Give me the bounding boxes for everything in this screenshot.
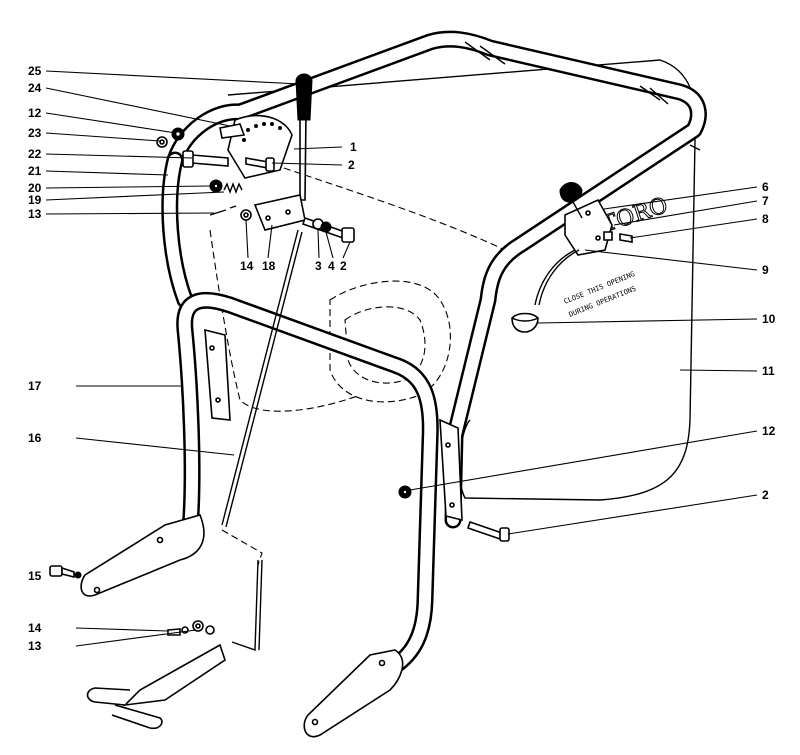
callout-12-bottom: 12	[762, 424, 776, 438]
control-rod	[86, 229, 303, 730]
callout-14-top: 14	[240, 259, 254, 273]
callout-20: 20	[28, 181, 42, 195]
callout-14-bottom: 14	[28, 621, 42, 635]
callout-19: 19	[28, 193, 42, 207]
hardware-washer-14-top	[240, 209, 252, 221]
callout-4: 4	[328, 259, 335, 273]
bag-frame	[161, 30, 707, 529]
hardware-bolt-22	[182, 150, 229, 168]
callout-13-bottom: 13	[28, 639, 42, 653]
callout-13-top: 13	[28, 207, 42, 221]
callout-21: 21	[28, 164, 42, 178]
callout-2-top: 2	[348, 158, 355, 172]
callout-6: 6	[762, 180, 769, 194]
callout-24: 24	[28, 81, 42, 95]
callout-1: 1	[350, 140, 357, 154]
hardware-pin-13-top	[209, 205, 237, 216]
callout-2-bottom: 2	[762, 488, 769, 502]
callout-18: 18	[262, 259, 276, 273]
handle-frame	[80, 291, 463, 738]
cap-10	[511, 312, 539, 333]
callout-16: 16	[28, 431, 42, 445]
hardware-washer-23	[156, 136, 168, 148]
callout-11: 11	[762, 364, 775, 378]
hardware-nut-12-bottom	[398, 485, 412, 499]
callout-8: 8	[762, 212, 769, 226]
callout-9: 9	[762, 263, 769, 277]
hardware-bolt-2-mid	[301, 216, 355, 243]
callout-12-top: 12	[28, 106, 42, 120]
callout-2-mid: 2	[340, 259, 347, 273]
hardware-nut-12-top	[171, 127, 185, 141]
throttle-control	[219, 73, 313, 231]
callout-15: 15	[28, 569, 42, 583]
callout-22: 22	[28, 147, 42, 161]
hardware-washer-13-bottom	[192, 620, 215, 635]
callout-23: 23	[28, 126, 42, 140]
callout-3: 3	[315, 259, 322, 273]
leader-lines	[45, 70, 758, 647]
callout-17: 17	[28, 379, 42, 393]
choke-control	[534, 182, 633, 306]
callout-labels: 25 24 12 23 22 21 20 19 13 1 2 14 18 3 4…	[28, 64, 776, 653]
hardware-nut-20	[209, 179, 223, 193]
hardware-bolt-15	[49, 565, 82, 579]
hardware-bolt-2-bottom	[466, 520, 510, 542]
hardware-spring-19	[223, 182, 243, 194]
callout-25: 25	[28, 64, 42, 78]
hardware-bolt-2-top	[245, 157, 275, 172]
callout-7: 7	[762, 194, 769, 208]
callout-10: 10	[762, 312, 776, 326]
